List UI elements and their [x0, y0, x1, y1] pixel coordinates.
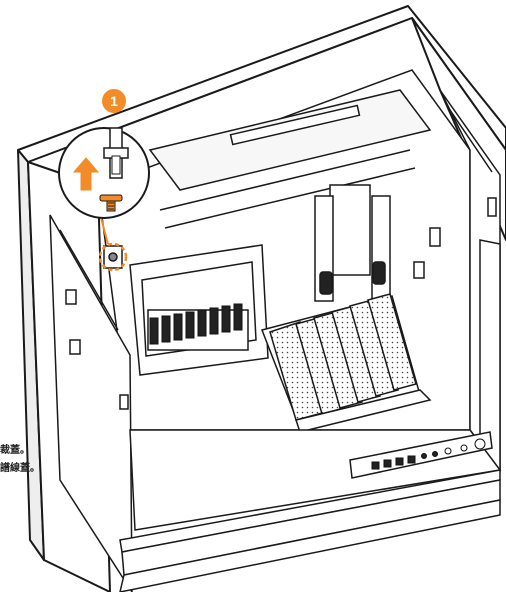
target-screw-highlight [98, 213, 128, 272]
step-number: 1 [110, 93, 118, 109]
instruction-line-1: 裁蓋。 [0, 445, 30, 456]
case-floor [119, 429, 502, 592]
step-badge: 1 [102, 89, 126, 113]
psu-cage [129, 244, 269, 376]
arrow-up-icon [72, 157, 100, 191]
left-frame [49, 214, 133, 592]
front-io-ports [371, 438, 486, 470]
expansion-slot-covers [260, 293, 432, 433]
instruction-line-2: 譜線蓋。 [0, 463, 40, 474]
zoom-callout [58, 127, 150, 219]
